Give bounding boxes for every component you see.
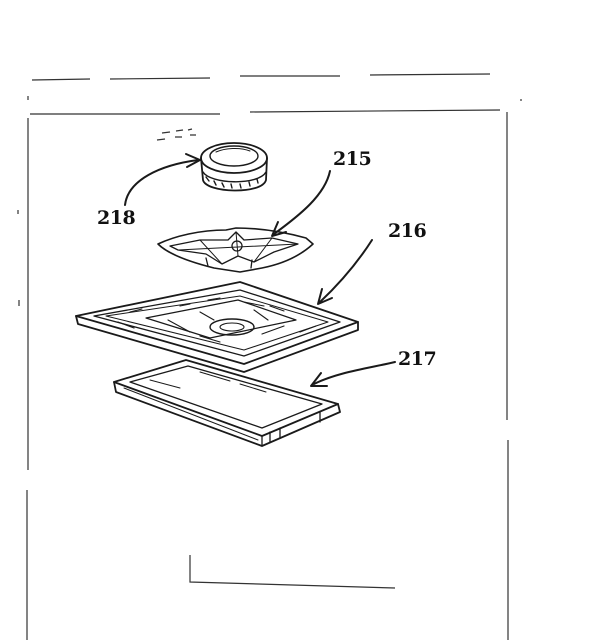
callout-216: 216 [388, 220, 427, 242]
leader-215 [271, 170, 331, 237]
roller-support-part [157, 227, 314, 273]
knob-part [200, 142, 268, 192]
callout-218: 218 [97, 207, 136, 229]
frame-part [113, 359, 341, 447]
leader-216 [317, 239, 373, 305]
page-border [26, 73, 522, 640]
callout-217: 217 [398, 348, 437, 370]
tray-part [75, 281, 359, 373]
leader-217 [310, 361, 396, 387]
scan-marks [17, 128, 196, 306]
callout-215: 215 [333, 148, 372, 170]
leader-218 [124, 153, 201, 206]
